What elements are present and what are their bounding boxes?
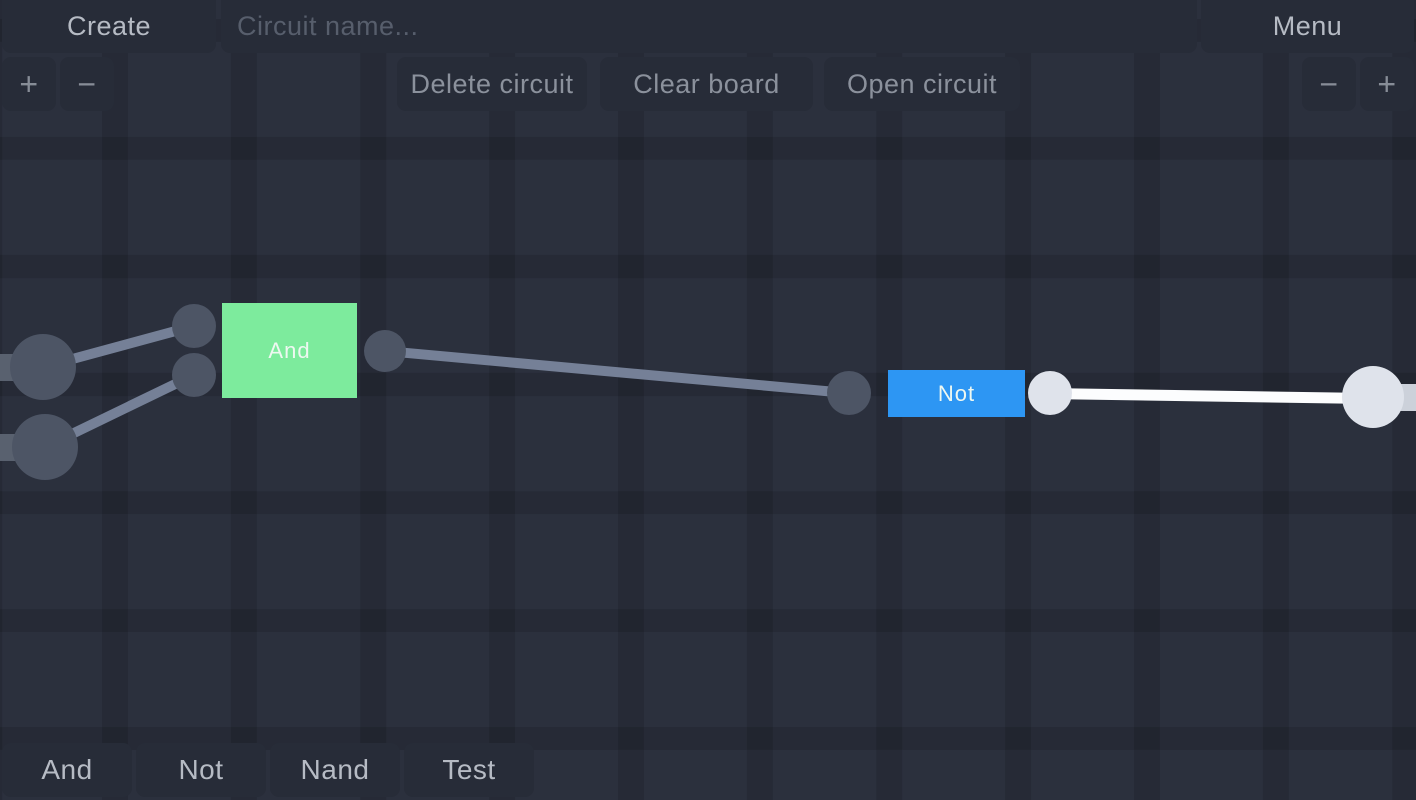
palette-item-and[interactable]: And [2,743,132,797]
output-node[interactable] [1342,366,1404,428]
palette-item-test[interactable]: Test [404,743,534,797]
menu-button[interactable]: Menu [1201,0,1414,53]
not-gate-input-pin[interactable] [827,371,871,415]
delete-circuit-button[interactable]: Delete circuit [397,57,587,111]
not-gate-label: Not [937,380,976,406]
and-gate[interactable]: And [222,303,357,398]
input-node-b[interactable] [12,414,78,480]
and-gate-output-pin[interactable] [364,330,406,372]
and-gate-label: And [268,337,311,363]
zoom-in-button-right[interactable]: + [1360,57,1414,111]
and-gate-input-pin-1[interactable] [172,304,216,348]
zoom-in-button-left[interactable]: + [2,57,56,111]
not-gate-output-pin[interactable] [1028,371,1072,415]
wire-not-to-output[interactable] [1048,388,1376,405]
create-button[interactable]: Create [2,0,216,53]
clear-board-button[interactable]: Clear board [600,57,813,111]
palette-item-not[interactable]: Not [136,743,266,797]
zoom-out-button-left[interactable]: − [60,57,114,111]
circuit-name-input[interactable] [221,0,1197,53]
palette-item-nand[interactable]: Nand [270,743,400,797]
zoom-out-button-right[interactable]: − [1302,57,1356,111]
and-gate-input-pin-2[interactable] [172,353,216,397]
open-circuit-button[interactable]: Open circuit [824,57,1020,111]
not-gate[interactable]: Not [888,370,1025,417]
input-node-a[interactable] [10,334,76,400]
wire-and-to-not[interactable] [384,346,850,399]
